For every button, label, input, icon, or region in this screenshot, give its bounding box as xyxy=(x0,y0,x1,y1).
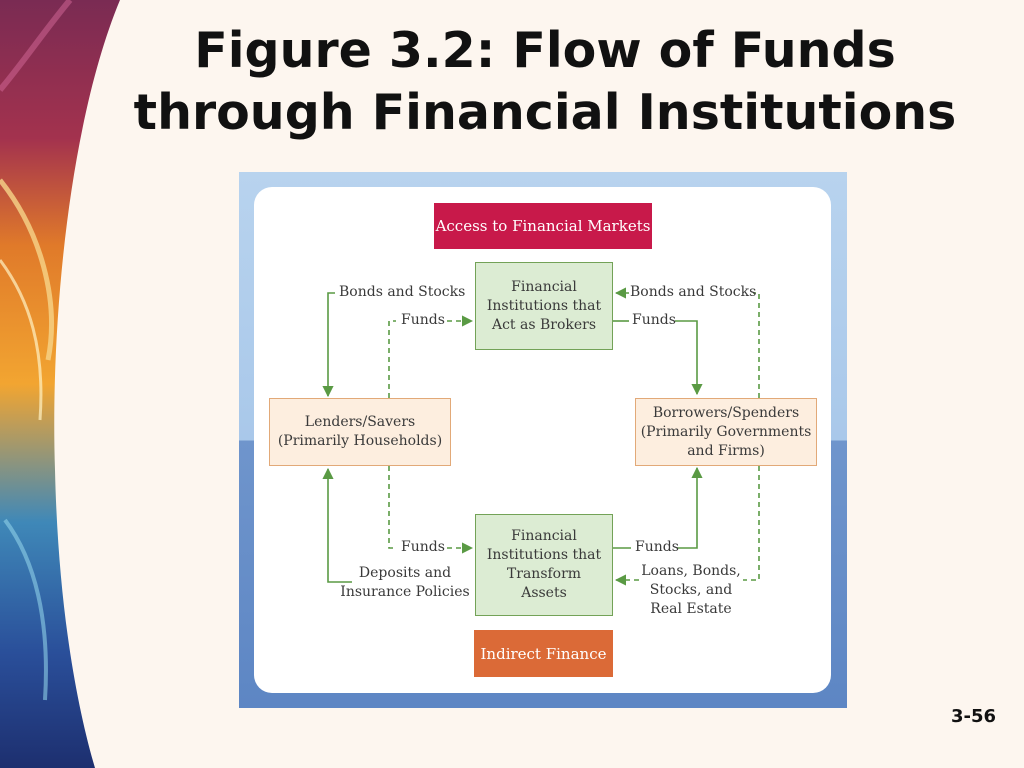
label-loans-line-1: Loans, Bonds, xyxy=(641,563,741,579)
lenders-line-1: Lenders/Savers xyxy=(304,414,416,430)
label-loans-bonds: Loans, Bonds, Stocks, and Real Estate xyxy=(639,562,743,619)
brokers-line-1: Financial xyxy=(511,278,577,295)
label-loans-line-3: Real Estate xyxy=(650,601,732,617)
flow-of-funds-figure: Access to Financial Markets Financial In… xyxy=(239,172,847,708)
transform-line-2: Institutions that xyxy=(486,547,602,563)
transform-assets-box: Financial Institutions that Transform As… xyxy=(475,514,613,616)
label-loans-line-2: Stocks, and xyxy=(649,582,733,598)
indirect-finance-banner: Indirect Finance xyxy=(474,630,613,677)
borrowers-spenders-box: Borrowers/Spenders (Primarily Government… xyxy=(635,398,817,466)
flow-arrows xyxy=(322,287,760,586)
brokers-line-3: Act as Brokers xyxy=(491,316,597,333)
slide-title: Figure 3.2: Flow of Funds through Financ… xyxy=(105,20,985,144)
arrow-funds-lenders-to-transform xyxy=(388,466,396,549)
label-bonds-stocks-right: Bonds and Stocks xyxy=(630,284,757,300)
slide-title-line-2: through Financial Institutions xyxy=(133,84,957,141)
label-funds-top-left: Funds xyxy=(401,312,445,328)
borrowers-line-2: (Primarily Governments xyxy=(640,423,812,440)
borrowers-line-1: Borrowers/Spenders xyxy=(652,404,800,421)
lenders-savers-box: Lenders/Savers (Primarily Households) xyxy=(269,398,451,466)
label-funds-top-right: Funds xyxy=(632,312,676,328)
page-number: 3-56 xyxy=(950,706,996,727)
arrow-deposits-to-lenders xyxy=(322,467,352,583)
transform-line-1: Financial xyxy=(511,528,577,544)
brokers-line-2: Institutions that xyxy=(486,297,602,314)
transform-line-4: Assets xyxy=(521,585,567,601)
slide-title-line-1: Figure 3.2: Flow of Funds xyxy=(194,22,896,79)
arrow-bonds-stocks-to-lenders xyxy=(322,292,335,398)
borrowers-line-3: and Firms) xyxy=(687,442,765,459)
label-bonds-stocks-left: Bonds and Stocks xyxy=(339,284,466,300)
label-funds-bottom-right: Funds xyxy=(635,539,679,555)
transform-line-3: Transform xyxy=(506,566,582,582)
label-deposits-insurance: Deposits and Insurance Policies xyxy=(339,564,471,602)
lenders-line-2: (Primarily Households) xyxy=(277,433,443,449)
arrow-bonds-stocks-to-brokers xyxy=(753,292,760,398)
arrow-loans-to-transform xyxy=(743,466,760,581)
label-deposits-line-1: Deposits and xyxy=(358,565,452,581)
label-deposits-line-2: Insurance Policies xyxy=(340,584,470,600)
access-to-financial-markets-banner: Access to Financial Markets xyxy=(434,203,652,249)
banner-top-label: Access to Financial Markets xyxy=(435,217,651,235)
label-funds-bottom-left: Funds xyxy=(401,539,445,555)
arrow-funds-lenders-to-brokers xyxy=(388,320,396,398)
brokers-box: Financial Institutions that Act as Broke… xyxy=(475,262,613,350)
banner-bottom-label: Indirect Finance xyxy=(480,644,607,663)
